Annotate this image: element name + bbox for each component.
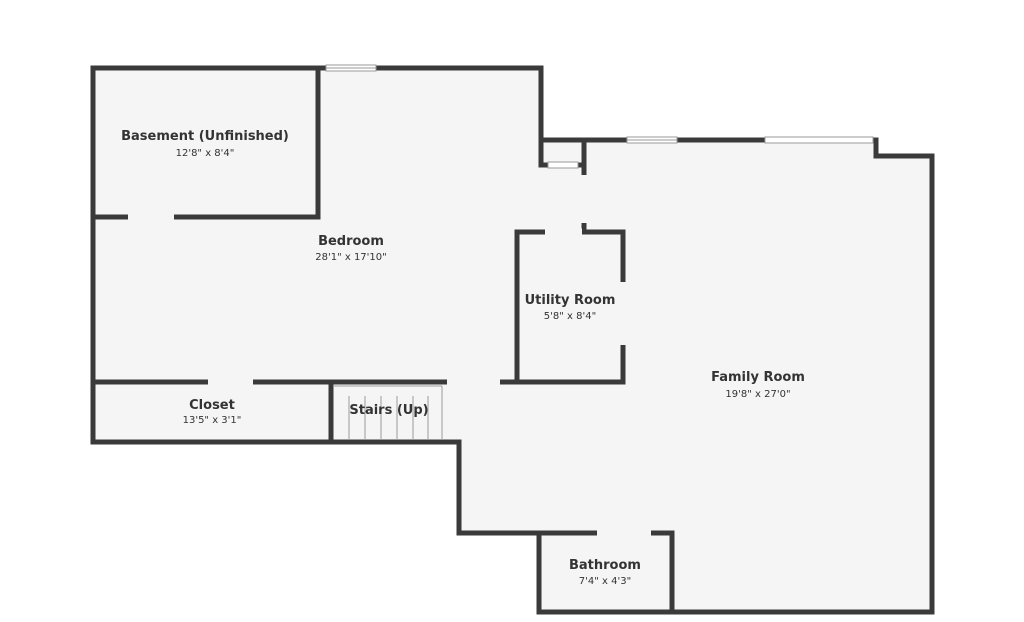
room-name-utility: Utility Room bbox=[525, 293, 616, 308]
room-name-basement: Basement (Unfinished) bbox=[121, 129, 289, 144]
window-nook bbox=[547, 161, 579, 169]
room-dims-family: 19'8" x 27'0" bbox=[725, 389, 790, 400]
bathroom-wall bbox=[536, 530, 675, 615]
room-name-stairs: Stairs (Up) bbox=[349, 403, 428, 418]
utility-room-wall bbox=[514, 229, 626, 385]
room-name-bedroom: Bedroom bbox=[318, 234, 384, 249]
room-name-family: Family Room bbox=[711, 370, 805, 385]
window-patio bbox=[764, 136, 874, 144]
stairs bbox=[334, 385, 443, 440]
windows bbox=[325, 64, 874, 169]
room-dims-basement: 12'8" x 8'4" bbox=[176, 148, 235, 159]
room-dims-bathroom: 7'4" x 4'3" bbox=[579, 576, 631, 587]
room-name-closet: Closet bbox=[189, 398, 235, 413]
room-dims-closet: 13'5" x 3'1" bbox=[183, 415, 242, 426]
room-labels: Basement (Unfinished) 12'8" x 8'4" Bedro… bbox=[121, 129, 805, 587]
room-name-bathroom: Bathroom bbox=[569, 558, 641, 573]
room-dims-bedroom: 28'1" x 17'10" bbox=[315, 252, 387, 263]
floor-area bbox=[93, 68, 932, 612]
room-dims-utility: 5'8" x 8'4" bbox=[544, 311, 596, 322]
